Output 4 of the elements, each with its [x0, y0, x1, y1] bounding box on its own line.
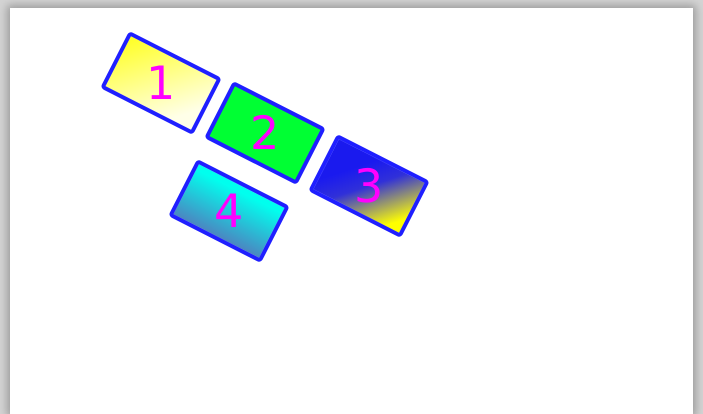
number-label: 2: [250, 110, 280, 156]
number-label: 4: [214, 188, 244, 234]
number-label: 1: [146, 60, 176, 106]
number-label: 3: [354, 163, 384, 209]
